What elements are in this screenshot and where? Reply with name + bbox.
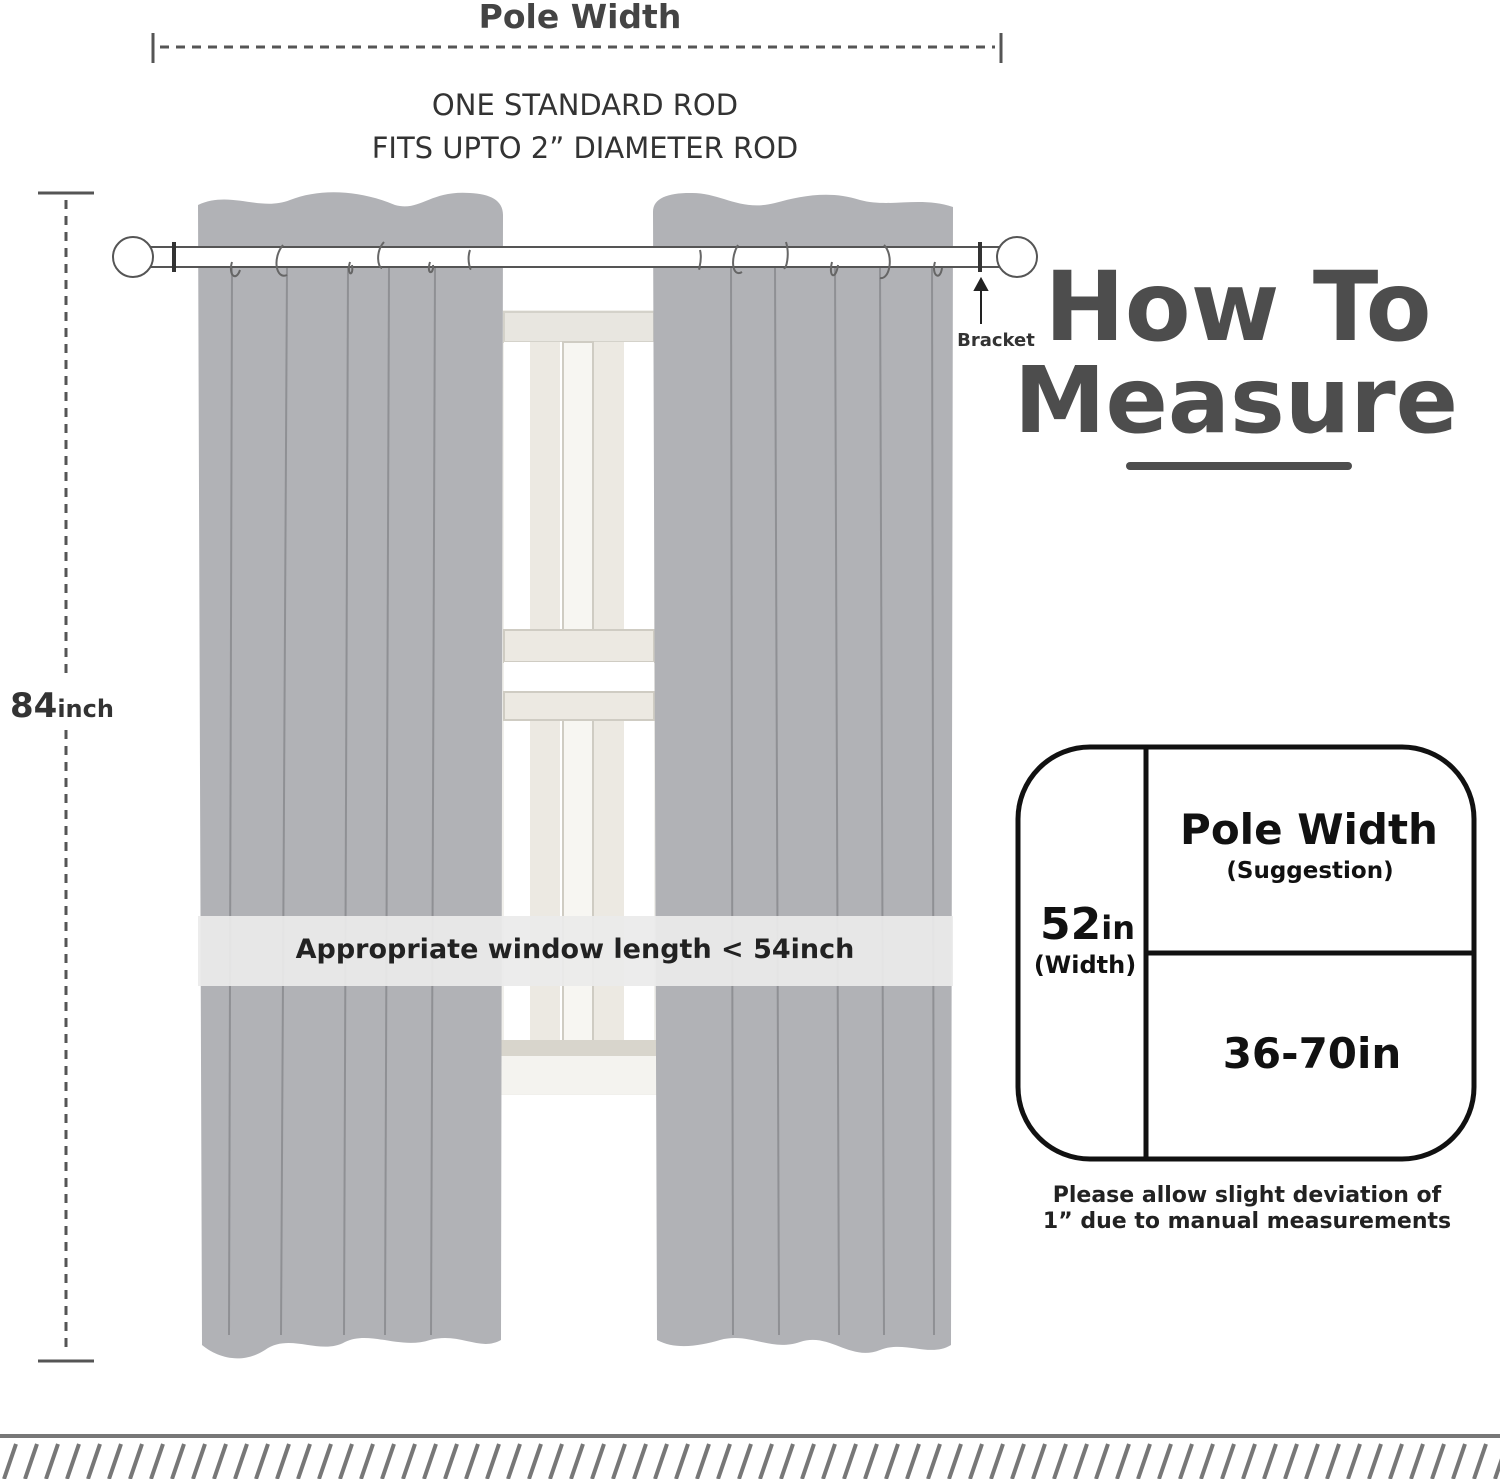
- rod-info-line2: FITS UPTO 2” DIAMETER ROD: [372, 131, 799, 165]
- window-length-note: Appropriate window length < 54inch: [296, 934, 855, 965]
- deviation-note-line1: Please allow slight deviation of: [1053, 1183, 1442, 1208]
- rod-finial-left: [112, 236, 154, 278]
- curtain-rod: [112, 236, 1038, 279]
- title-line1: How To: [1044, 251, 1431, 363]
- title-line2: Measure: [1014, 347, 1458, 454]
- spec-table: [1015, 744, 1477, 1162]
- bracket-label: Bracket: [957, 330, 1035, 351]
- spec-pole-range: 36-70in: [1223, 1029, 1402, 1078]
- left-curtain-panel: [198, 192, 503, 1359]
- spec-width-unit: in: [1101, 909, 1135, 947]
- rod-finial-right: [996, 236, 1038, 278]
- pole-width-dimension-line: [151, 33, 1003, 63]
- spec-pole-header: Pole Width: [1180, 805, 1438, 854]
- spec-pole-sub: (Suggestion): [1226, 858, 1393, 884]
- bracket-arrow-icon: [973, 276, 989, 324]
- window-length-band: [198, 916, 953, 986]
- spec-width-label: (Width): [1034, 951, 1136, 979]
- rod-info-line1: ONE STANDARD ROD: [432, 88, 738, 122]
- height-value: 84: [10, 686, 57, 726]
- floor-hatching: [0, 1434, 1500, 1479]
- spec-width-value: 52: [1040, 899, 1101, 950]
- height-dimension-line: [38, 191, 94, 1363]
- height-unit: inch: [57, 695, 114, 723]
- right-curtain-panel: [653, 192, 953, 1353]
- width-label-row: 52in: [1040, 899, 1135, 950]
- height-label: 84inch: [10, 686, 114, 726]
- deviation-note-line2: 1” due to manual measurements: [1043, 1209, 1451, 1234]
- pole-width-label: Pole Width: [479, 0, 682, 36]
